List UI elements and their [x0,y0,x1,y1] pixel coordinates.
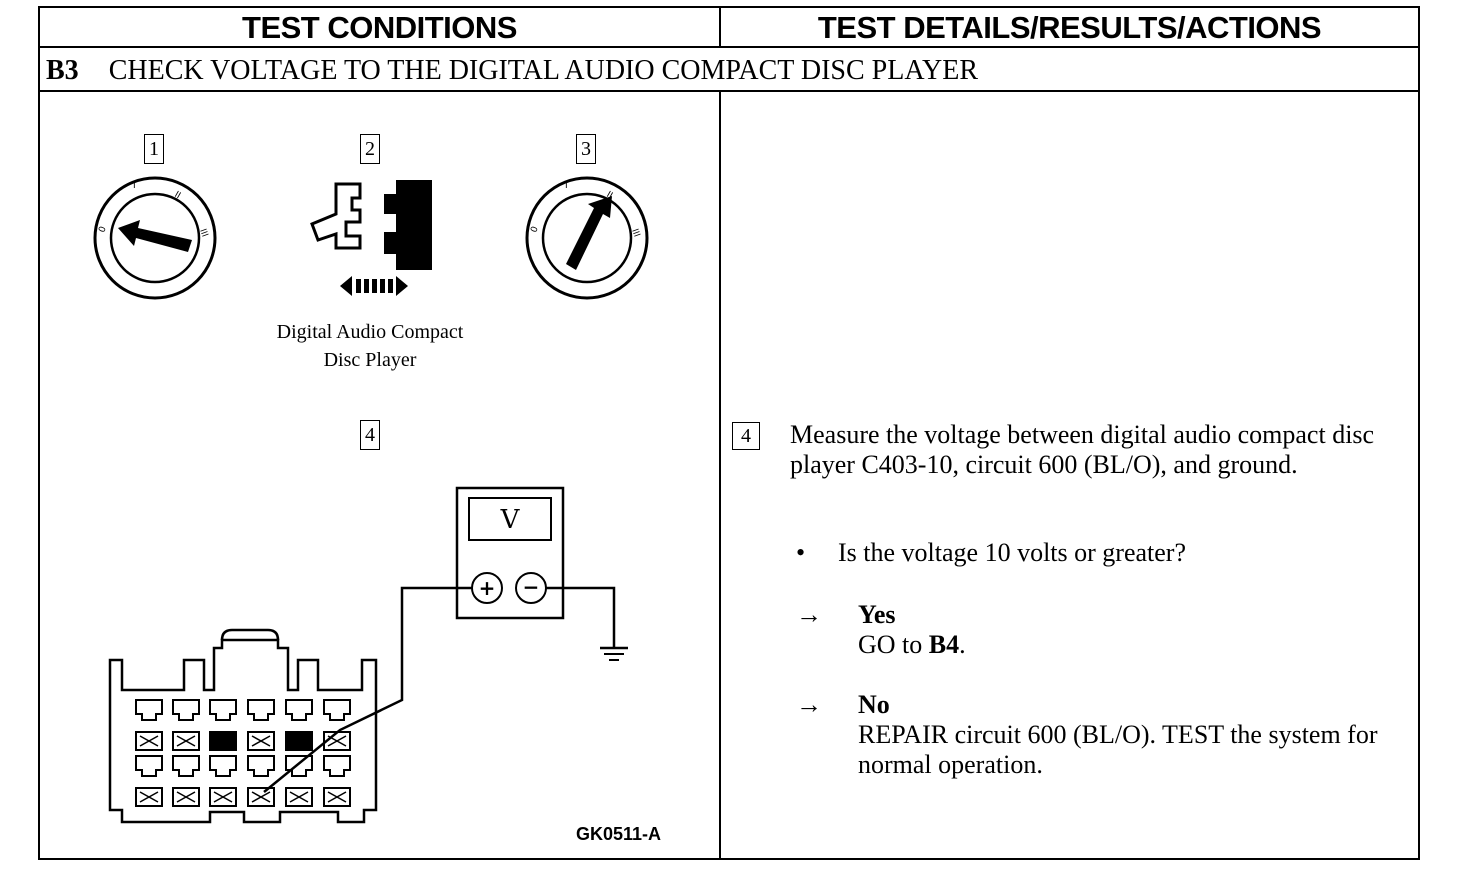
question-text: Is the voltage 10 volts or greater? [838,538,1186,567]
no-arrow-icon: → [796,690,822,719]
caption-line-2: Disc Player [323,349,417,371]
no-label: No [858,690,890,719]
figure-id: GK0511-A [576,824,662,844]
figure-label-1: 1 [144,134,164,164]
step-id: B3 [46,55,79,86]
header-column-divider [719,6,721,48]
header-test-details: TEST DETAILS/RESULTS/ACTIONS [817,10,1322,45]
step-title: CHECK VOLTAGE TO THE DIGITAL AUDIO COMPA… [108,55,978,86]
yes-answer: Yes GO to B4. [858,600,1418,660]
header-test-conditions: TEST CONDITIONS [242,10,517,45]
step-row: B3 CHECK VOLTAGE TO THE DIGITAL AUDIO CO… [46,52,978,90]
figure-label-2: 2 [360,134,380,164]
no-answer: No REPAIR circuit 600 (BL/O). TEST the s… [858,690,1418,780]
instruction-text: Measure the voltage between digital audi… [790,420,1375,479]
figure-label-4: 4 [360,420,380,450]
table-frame [38,6,1420,860]
yes-action: GO to B4. [858,630,966,659]
figure-label-3: 3 [576,134,596,164]
details-step-number: 4 [732,422,760,450]
figure-caption: Digital Audio Compact Disc Player [240,318,500,374]
caption-line-1: Digital Audio Compact [276,321,464,343]
bullet: • [796,538,806,567]
yes-target-link[interactable]: B4 [928,630,960,659]
no-action: REPAIR circuit 600 (BL/O). TEST the syst… [858,720,1378,779]
header-divider [38,46,1420,48]
column-divider [719,90,721,860]
step-divider [38,90,1420,92]
yes-label: Yes [858,600,896,629]
yes-arrow-icon: → [796,600,822,629]
